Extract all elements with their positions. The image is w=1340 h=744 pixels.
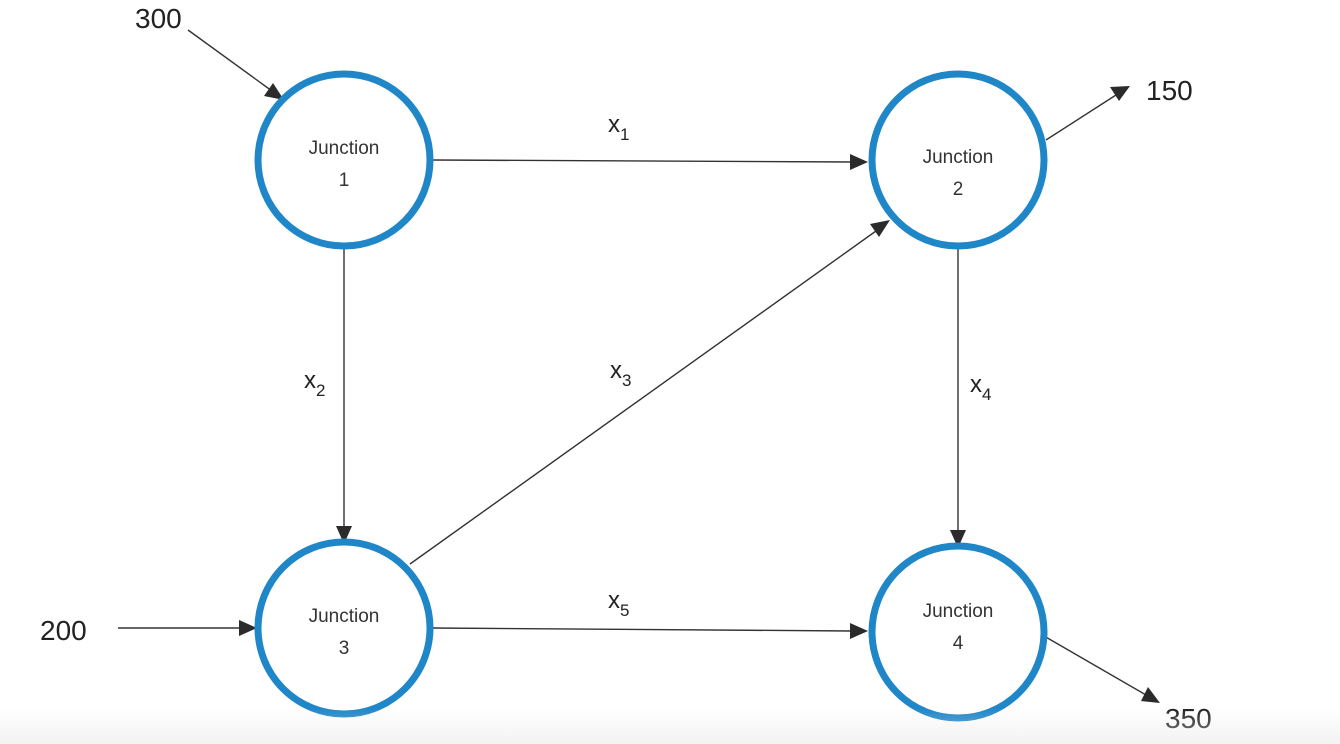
junction-number: 3 (339, 638, 350, 659)
junction-3: Junction 3 (254, 538, 434, 718)
junction-4: Junction 4 (868, 542, 1048, 722)
arrowhead (870, 220, 890, 237)
junction-label: Junction (923, 601, 994, 622)
edge-label-x3: x3 (610, 357, 631, 390)
inflow-value-j1: 300 (135, 3, 182, 34)
outflow-value-j2: 150 (1146, 75, 1193, 106)
edge-j3-j4 (431, 623, 868, 639)
edge-j2-j4 (950, 246, 966, 548)
edge-j1-j3 (336, 246, 352, 544)
arrowhead (850, 623, 868, 639)
junction-number: 2 (953, 179, 964, 200)
arrowhead (850, 154, 868, 170)
junction-1: Junction 1 (254, 70, 434, 250)
arrowhead (1110, 86, 1130, 101)
arrowhead (950, 530, 966, 548)
junction-label: Junction (309, 138, 380, 159)
bottom-shadow (0, 708, 1340, 744)
junction-label: Junction (309, 606, 380, 627)
edge-j1-j2 (431, 154, 868, 170)
arrowhead (1141, 687, 1160, 703)
outflow-j2 (1045, 86, 1130, 141)
inflow-j3 (118, 620, 257, 636)
junction-label: Junction (923, 147, 994, 168)
edge-label-x2: x2 (304, 367, 325, 400)
edge-label-x1: x1 (608, 111, 629, 144)
junction-number: 1 (339, 170, 350, 191)
inflow-value-j3: 200 (40, 615, 87, 646)
outflow-j4 (1043, 635, 1160, 703)
edge-label-x4: x4 (970, 371, 991, 404)
arrowhead (264, 83, 284, 100)
arrowhead (336, 526, 352, 544)
junction-number: 4 (953, 633, 964, 654)
edge-j3-j2 (409, 220, 890, 565)
arrowhead (239, 620, 257, 636)
edge-label-x5: x5 (608, 587, 629, 620)
junction-2: Junction 2 (868, 70, 1048, 250)
inflow-j1 (187, 29, 284, 100)
